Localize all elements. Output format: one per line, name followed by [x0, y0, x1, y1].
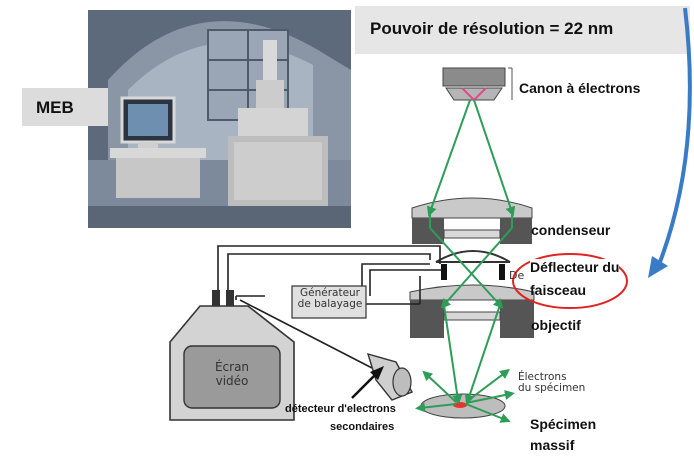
detecteur-label-line1: détecteur d'electrons: [285, 403, 396, 415]
video-screen: [169, 290, 295, 421]
objective-lens: [409, 284, 535, 338]
wiring: [217, 245, 441, 369]
meb-label-box: [22, 88, 108, 126]
condenseur-label: condenseur: [531, 222, 611, 238]
screen-label-line1: Écran: [214, 360, 250, 374]
specimen-electrons-line2: du spécimen: [518, 382, 586, 394]
generator-box: [291, 285, 367, 319]
detecteur-label-line2: secondaires: [330, 421, 395, 433]
deflecteur-label-line2: faisceau: [530, 282, 587, 298]
meb-label: MEB: [36, 98, 74, 117]
de-partial-label: De: [509, 269, 525, 282]
canon-label: Canon à électrons: [519, 80, 641, 96]
deflecteur-label-line1: Déflecteur du: [530, 259, 620, 275]
deflector-coils: [435, 250, 511, 280]
resolution-title: Pouvoir de résolution = 22 nm: [370, 19, 614, 38]
highlight-circle: [512, 253, 628, 309]
electron-gun: [442, 67, 513, 102]
objectif-label: objectif: [531, 317, 581, 333]
screen-label-line2: vidéo: [215, 374, 249, 388]
specimen-label-line1: Spécimen: [530, 416, 597, 432]
condenser-lens: [411, 197, 533, 244]
generator-label: Générateur de balayage: [296, 288, 364, 310]
curved-arrow: [658, 7, 692, 263]
title-banner: [355, 6, 690, 54]
generator-label-line1: Générateur: [299, 287, 360, 299]
curved-arrow-head: [648, 256, 668, 278]
specimen-label-line2: massif: [530, 437, 575, 453]
generator-label-line2: de balayage: [297, 298, 363, 310]
screen-label: Écran vidéo: [196, 360, 268, 388]
specimen-electrons-line1: Électrons: [518, 371, 567, 383]
specimen-electrons-label: Électrons du spécimen: [518, 372, 585, 394]
detector-pointer: [351, 371, 379, 399]
electron-beam: [415, 99, 516, 423]
detector-pointer-head: [370, 366, 384, 380]
meb-photo: [88, 10, 351, 228]
